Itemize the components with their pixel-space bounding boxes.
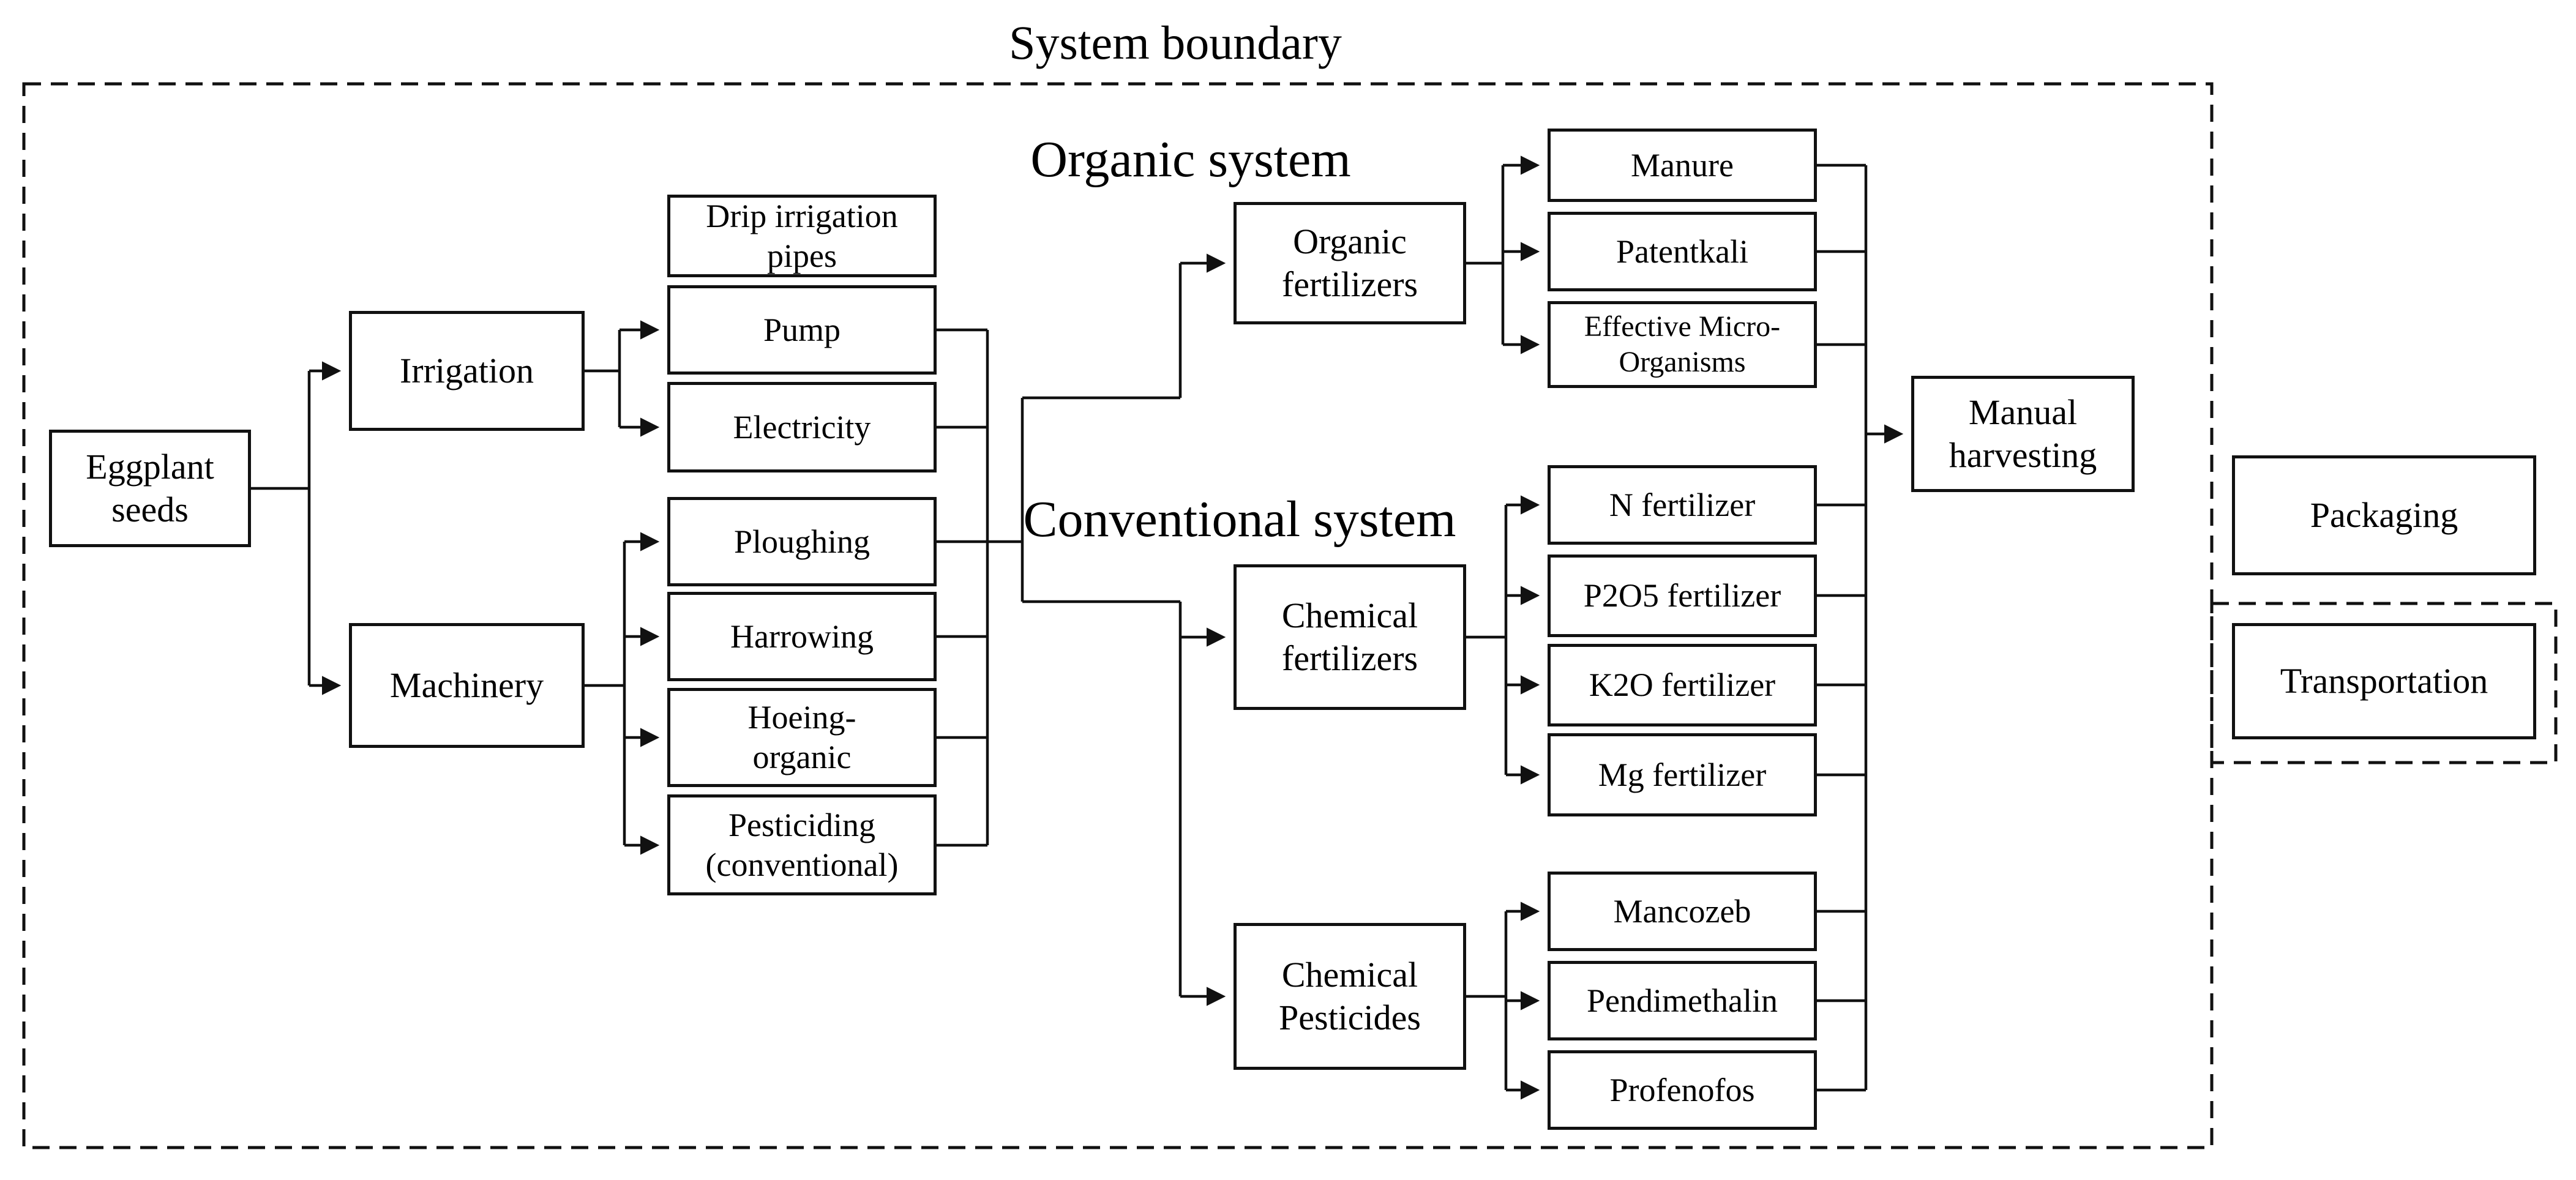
- box-packaging: Packaging: [2232, 455, 2536, 575]
- box-label: Mg fertilizer: [1598, 756, 1767, 793]
- connector-machinery-branch: [585, 532, 660, 855]
- connector-organic-fert-branch: [1466, 155, 1540, 354]
- box-eggplant-seeds: Eggplant seeds: [49, 430, 251, 547]
- box-profenofos: Profenofos: [1548, 1050, 1817, 1130]
- box-label: Packaging: [2310, 495, 2458, 536]
- box-electricity: Electricity: [667, 382, 937, 472]
- box-irrigation: Irrigation: [349, 311, 585, 431]
- box-harrowing: Harrowing: [667, 592, 937, 681]
- box-organic-fertilizers: Organic fertilizers: [1234, 202, 1466, 324]
- box-manure: Manure: [1548, 129, 1817, 202]
- box-label: Machinery: [389, 665, 544, 706]
- box-label: Patentkali: [1616, 233, 1748, 270]
- box-label: Manure: [1631, 146, 1734, 184]
- box-label: P2O5 fertilizer: [1583, 577, 1781, 614]
- organic-system-label: Organic system: [1030, 131, 1351, 188]
- box-label: Mancozeb: [1613, 892, 1751, 930]
- box-label: Irrigation: [399, 351, 534, 391]
- connector-right-collector: [1817, 163, 1904, 1092]
- box-label: Chemical fertilizers: [1281, 596, 1418, 678]
- transportation-dashed-rect: [2210, 602, 2558, 764]
- connector-chem-pest-branch: [1466, 902, 1540, 1100]
- box-n-fertilizer: N fertilizer: [1548, 465, 1817, 545]
- box-label: Drip irrigation pipes: [706, 197, 898, 274]
- box-label: Hoeing-organic: [747, 699, 856, 775]
- box-mancozeb: Mancozeb: [1548, 872, 1817, 951]
- box-label: Electricity: [733, 408, 871, 446]
- box-label: Ploughing: [733, 523, 871, 560]
- diagram-title: System boundary: [1009, 16, 1342, 69]
- box-label: Pendimethalin: [1587, 982, 1778, 1019]
- box-manual-harvesting: Manual harvesting: [1911, 376, 2135, 492]
- connector-system-split: [1020, 253, 1226, 1006]
- connector-eggplant-branch: [251, 361, 342, 695]
- connector-irrigation-branch: [585, 320, 660, 437]
- box-hoeing-organic: Hoeing-organic: [667, 688, 937, 787]
- box-label: K2O fertilizer: [1589, 667, 1776, 704]
- box-pendimethalin: Pendimethalin: [1548, 961, 1817, 1040]
- box-effective-micro-organisms: Effective Micro-Organisms: [1548, 301, 1817, 388]
- box-label: Eggplant seeds: [86, 447, 214, 529]
- box-mg-fertilizer: Mg fertilizer: [1548, 733, 1817, 816]
- box-label: Profenofos: [1609, 1071, 1755, 1108]
- box-label: Pesticiding (conventional): [705, 806, 899, 883]
- box-label: Pump: [763, 311, 841, 348]
- box-pump: Pump: [667, 285, 937, 375]
- connector-chem-fert-branch: [1466, 495, 1540, 785]
- connectors: [251, 155, 1904, 1100]
- box-chemical-pesticides: Chemical Pesticides: [1234, 923, 1466, 1070]
- system-boundary-rect: [22, 82, 2214, 1149]
- box-label: Organic fertilizers: [1281, 222, 1418, 304]
- box-pesticiding-conventional: Pesticiding (conventional): [667, 794, 937, 895]
- box-label: Manual harvesting: [1949, 392, 2097, 475]
- box-label: N fertilizer: [1609, 486, 1756, 523]
- box-patentkali: Patentkali: [1548, 212, 1817, 291]
- box-label: Transportation: [2280, 661, 2488, 701]
- box-chemical-fertilizers: Chemical fertilizers: [1234, 564, 1466, 710]
- box-label: Effective Micro-Organisms: [1584, 310, 1781, 378]
- box-machinery: Machinery: [349, 623, 585, 748]
- box-drip-irrigation-pipes: Drip irrigation pipes: [667, 195, 937, 277]
- connector-middle-collector: [937, 328, 1022, 847]
- box-label: Chemical Pesticides: [1279, 955, 1421, 1037]
- box-k2o-fertilizer: K2O fertilizer: [1548, 644, 1817, 726]
- box-transportation: Transportation: [2232, 623, 2536, 739]
- box-ploughing: Ploughing: [667, 497, 937, 586]
- box-p2o5-fertilizer: P2O5 fertilizer: [1548, 555, 1817, 637]
- box-label: Harrowing: [730, 618, 874, 655]
- conventional-system-label: Conventional system: [1023, 491, 1456, 548]
